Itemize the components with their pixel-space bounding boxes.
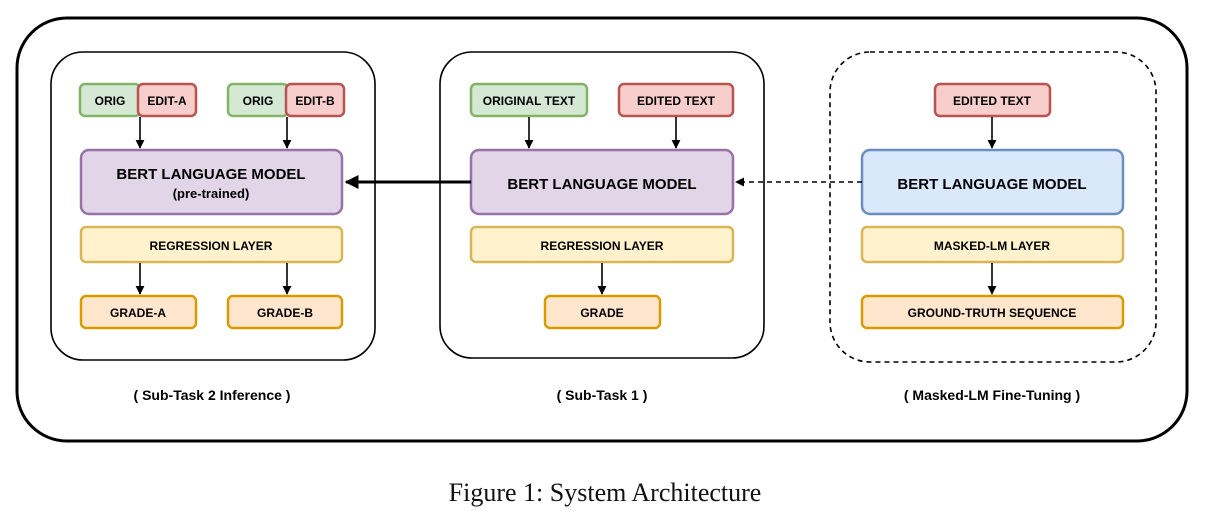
ground-truth-label: GROUND-TRUTH SEQUENCE: [908, 306, 1077, 320]
grade-box: [543, 294, 662, 330]
edit-b-box: [284, 82, 346, 118]
panel-subtask2: ORIG EDIT-A ORIG EDIT-B BERT LANGUAGE MO…: [50, 51, 376, 403]
orig-b-label: ORIG: [243, 94, 274, 108]
regression-layer-label-a: REGRESSION LAYER: [150, 239, 273, 253]
panel-subtask2-caption: ( Sub-Task 2 Inference ): [134, 387, 291, 403]
orig-a-label: ORIG: [95, 94, 126, 108]
masked-lm-layer-box: [860, 225, 1125, 264]
ground-truth-box: [860, 294, 1125, 330]
original-text-box: [469, 82, 589, 118]
edit-a-label: EDIT-A: [147, 94, 187, 108]
edit-b-label: EDIT-B: [295, 94, 335, 108]
grade-a-box: [79, 294, 198, 330]
bert-pretrained-sublabel: (pre-trained): [173, 186, 250, 201]
bert-pretrained-box: [79, 148, 344, 216]
bert-masked-label: BERT LANGUAGE MODEL: [897, 176, 1086, 193]
grade-a-label: GRADE-A: [110, 306, 166, 320]
figure-caption: Figure 1: System Architecture: [448, 478, 762, 507]
grade-label: GRADE: [580, 306, 623, 320]
regression-layer-box-a: [79, 225, 344, 264]
outer-frame: [15, 16, 1189, 443]
panel-subtask2-box: [50, 51, 376, 361]
original-text-label: ORIGINAL TEXT: [483, 94, 576, 108]
masked-lm-layer-label: MASKED-LM LAYER: [934, 239, 1051, 253]
regression-layer-box-1: [469, 225, 735, 264]
grade-b-box: [226, 294, 344, 330]
panel-subtask1-caption: ( Sub-Task 1 ): [557, 387, 648, 403]
grade-b-label: GRADE-B: [257, 306, 313, 320]
panel-subtask1-box: [439, 51, 765, 359]
edit-a-box: [136, 82, 198, 118]
bert-subtask1-label: BERT LANGUAGE MODEL: [507, 176, 696, 193]
panel-masked-lm-caption: ( Masked-LM Fine-Tuning ): [904, 387, 1080, 403]
edited-text-label-1: EDITED TEXT: [637, 94, 716, 108]
panel-masked-lm: EDITED TEXT BERT LANGUAGE MODEL MASKED-L…: [829, 51, 1157, 403]
panel-subtask1: ORIGINAL TEXT EDITED TEXT BERT LANGUAGE …: [439, 51, 765, 403]
edited-text-label-2: EDITED TEXT: [953, 94, 1032, 108]
bert-pretrained-label: BERT LANGUAGE MODEL: [116, 166, 305, 183]
edited-text-box-2: [933, 82, 1052, 118]
panel-masked-lm-box: [829, 51, 1157, 363]
edited-text-box-1: [617, 82, 735, 118]
regression-layer-label-1: REGRESSION LAYER: [541, 239, 664, 253]
